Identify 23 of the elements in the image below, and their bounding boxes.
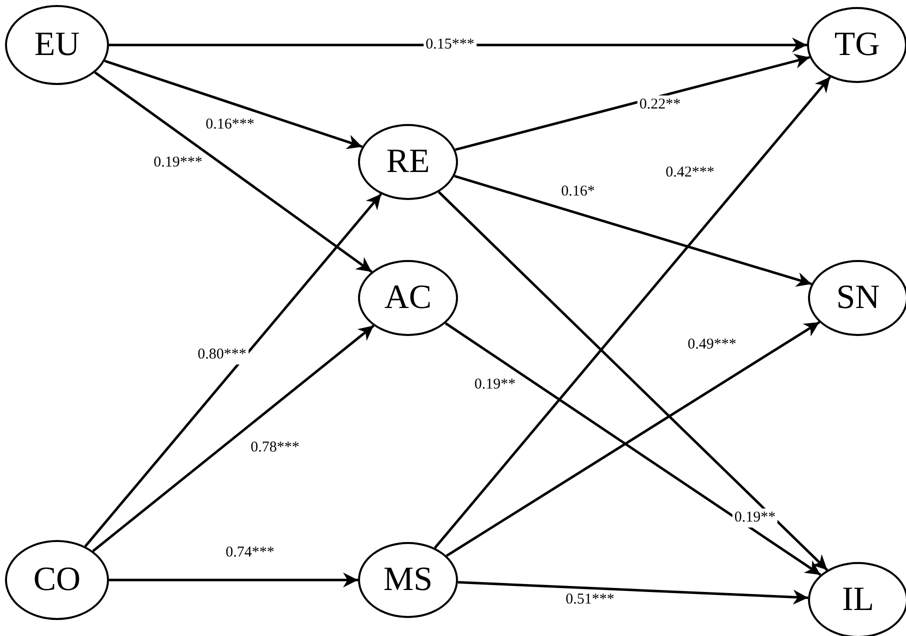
variable-name: IL: [842, 583, 874, 617]
arrow: [438, 191, 828, 571]
latent-variable-ellipse: [808, 562, 906, 636]
arrow: [84, 193, 382, 548]
variable-name: RE: [386, 145, 430, 179]
variable-name: CO: [33, 563, 81, 597]
latent-variable-ellipse: [358, 260, 458, 336]
variable-name: TG: [834, 28, 880, 62]
variable-name: SN: [836, 281, 880, 315]
path-coefficient: 0.19**: [732, 508, 778, 528]
arrow: [434, 76, 832, 549]
arrow: [92, 324, 374, 552]
arrow: [94, 71, 372, 273]
arrow: [454, 174, 812, 287]
path-coefficient: 0.80***: [196, 346, 248, 364]
variable-name: MS: [383, 563, 433, 597]
variable-name: AC: [384, 281, 432, 315]
arrow: [458, 580, 808, 605]
variable-name: EU: [34, 28, 80, 62]
arrow: [454, 54, 810, 151]
arrow: [104, 60, 363, 150]
arrow: [109, 572, 358, 588]
arrow: [109, 38, 807, 52]
